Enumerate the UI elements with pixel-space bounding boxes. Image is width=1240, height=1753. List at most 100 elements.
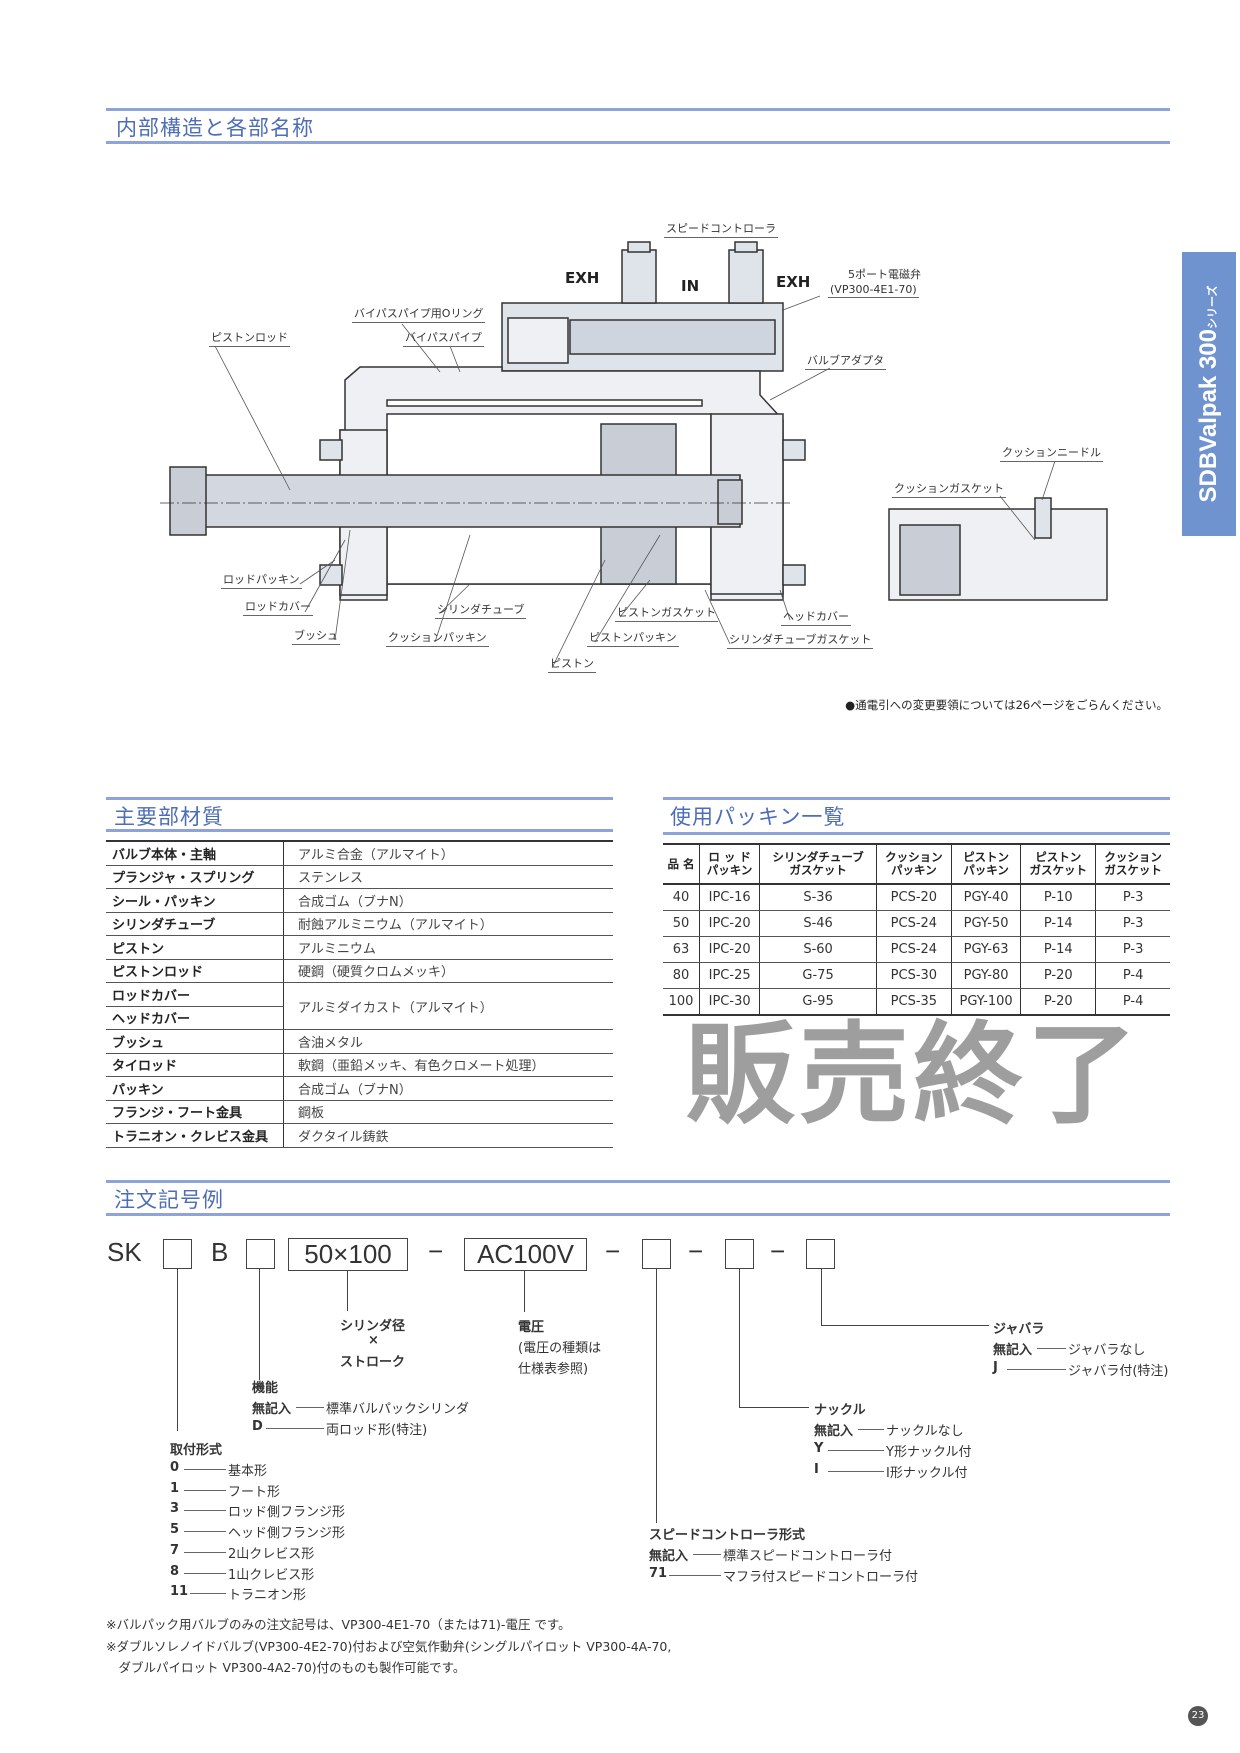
material-row: タイロッド軟鋼（亜鉛メッキ、有色クロメート処理） bbox=[106, 1053, 613, 1077]
function-title: 機能 bbox=[252, 1381, 279, 1396]
label-valve-model: (VP300-4E1-70) bbox=[828, 283, 919, 298]
packing-header-line1: シリンダチューブ bbox=[772, 850, 864, 864]
mounting-option-desc: 基本形 bbox=[228, 1464, 268, 1479]
label-head-cover: ヘッドカバー bbox=[781, 608, 851, 626]
section-rule bbox=[106, 1213, 1170, 1216]
packing-cell: PCS-24 bbox=[875, 936, 952, 963]
piston-rod bbox=[199, 474, 741, 528]
rod-nut bbox=[169, 466, 207, 536]
material-value: アルミニウム bbox=[283, 935, 613, 960]
label-valve-adapter: バルブアダプタ bbox=[805, 352, 886, 370]
discontinued-watermark: 販売終了 bbox=[685, 1011, 1141, 1139]
material-value: 含油メタル bbox=[283, 1029, 613, 1054]
label-piston-rod: ピストンロッド bbox=[209, 329, 290, 347]
mounting-option-code: 8 bbox=[170, 1563, 180, 1579]
material-row: ロッドカバーアルミダイカスト（アルマイト） bbox=[106, 982, 613, 1030]
bellows-option-dash bbox=[1037, 1348, 1066, 1349]
packing-header-line2: パッキン bbox=[891, 863, 937, 877]
speed_ctrl-option-code: 無記入 bbox=[649, 1549, 689, 1564]
bellows-code-box bbox=[806, 1239, 835, 1269]
material-part: プランジャ・スプリング bbox=[106, 865, 284, 889]
section-rule bbox=[106, 797, 613, 800]
code-prefix: SK bbox=[107, 1237, 142, 1267]
leader-line bbox=[656, 1268, 657, 1523]
label-tube-gasket: シリンダチューブガスケット bbox=[727, 631, 874, 649]
packing-header-line1: クッション bbox=[1104, 850, 1162, 864]
packing-header: 品 名 bbox=[663, 843, 700, 885]
packing-cell: PGY-63 bbox=[950, 936, 1021, 963]
mounting-option-code: 3 bbox=[170, 1501, 180, 1517]
material-value: アルミ合金（アルマイト） bbox=[283, 840, 613, 866]
packing-cell: P-3 bbox=[1095, 884, 1170, 911]
packing-header: ピストンガスケット bbox=[1020, 843, 1096, 885]
knuckle-option-desc: ナックルなし bbox=[886, 1424, 964, 1439]
leader-line bbox=[739, 1407, 809, 1408]
packing-header-line1: クッション bbox=[885, 850, 943, 864]
packing-header: ピストンパッキン bbox=[950, 843, 1021, 885]
mounting-option-dash bbox=[184, 1551, 226, 1553]
size-label: シリンダ径 bbox=[340, 1319, 406, 1334]
packing-cell: PGY-80 bbox=[950, 962, 1021, 989]
packing-cell: P-20 bbox=[1020, 988, 1096, 1016]
function-option-dash bbox=[296, 1407, 324, 1408]
inset-piston bbox=[899, 524, 961, 596]
material-part: トラニオン・クレビス金具 bbox=[106, 1123, 284, 1148]
bellows-title: ジャバラ bbox=[993, 1322, 1045, 1337]
function-option-code: D bbox=[252, 1419, 263, 1434]
code-dash: − bbox=[605, 1236, 621, 1266]
material-row: トラニオン・クレビス金具ダクタイル鋳鉄 bbox=[106, 1123, 613, 1148]
speed_ctrl-title: スピードコントローラ形式 bbox=[649, 1528, 806, 1543]
bypass-pipe bbox=[386, 399, 703, 407]
leader-lines bbox=[214, 295, 1056, 669]
mounting-option-desc: フート形 bbox=[228, 1484, 281, 1500]
label-cylinder-tube: シリンダチューブ bbox=[435, 601, 527, 619]
mounting-code-box bbox=[163, 1239, 192, 1269]
packing-header-line1: ピストン bbox=[963, 850, 1010, 864]
packing-cell: PGY-50 bbox=[950, 910, 1021, 937]
label-exh-right: EXH bbox=[776, 273, 811, 291]
size-label-stroke: ストローク bbox=[340, 1355, 406, 1370]
material-row: フランジ・フート金具鋼板 bbox=[106, 1100, 613, 1124]
packing-header-line1: ロ ッ ド bbox=[708, 850, 751, 864]
structure-note: ●通電引への変更要領については26ページをごらんください。 bbox=[845, 698, 1168, 712]
packing-header: クッションガスケット bbox=[1095, 843, 1170, 885]
packing-cell: S-36 bbox=[759, 884, 877, 911]
material-value: 硬鋼（硬質クロムメッキ） bbox=[283, 959, 613, 983]
code-b: B bbox=[211, 1237, 229, 1267]
speed_ctrl-option-desc: マフラ付スピードコントローラ付 bbox=[723, 1570, 919, 1585]
packings-title: 使用パッキン一覧 bbox=[670, 805, 846, 829]
material-value: 耐蝕アルミニウム（アルマイト） bbox=[283, 912, 613, 936]
code-dash: − bbox=[428, 1236, 444, 1266]
speed-ctrl-code-box bbox=[642, 1239, 671, 1269]
code-dash: − bbox=[688, 1236, 704, 1266]
cushion-needle bbox=[1034, 497, 1052, 539]
material-part: フランジ・フート金具 bbox=[106, 1100, 284, 1124]
packing-cell: P-4 bbox=[1095, 988, 1170, 1016]
knuckle-title: ナックル bbox=[814, 1403, 866, 1418]
mounting-option-desc: ヘッド側フランジ形 bbox=[228, 1526, 346, 1542]
speed-controller-cap bbox=[627, 241, 651, 253]
mounting-option-desc: 1山クレビス形 bbox=[228, 1567, 315, 1583]
function-option-code: 無記入 bbox=[252, 1402, 292, 1417]
packing-header-line2: ガスケット bbox=[789, 863, 847, 877]
voltage-code-box: AC100V bbox=[464, 1238, 587, 1271]
material-value: ステンレス bbox=[283, 865, 613, 889]
packing-cell: PGY-100 bbox=[950, 988, 1021, 1016]
order-note: ※ダブルソレノイドバルブ(VP300-4E2-70)付および空気作動弁(シングル… bbox=[106, 1639, 672, 1654]
section-rule bbox=[106, 141, 1170, 144]
packing-cell: PCS-24 bbox=[875, 910, 952, 937]
label-5port-valve: 5ポート電磁弁 bbox=[848, 268, 921, 281]
packing-cell: IPC-25 bbox=[699, 962, 760, 989]
mounting-option-desc: ロッド側フランジ形 bbox=[228, 1505, 346, 1521]
tie-rod-stub bbox=[782, 564, 806, 586]
material-row: ブッシュ含油メタル bbox=[106, 1029, 613, 1054]
packing-cell: IPC-30 bbox=[699, 988, 760, 1016]
packing-cell: 40 bbox=[663, 884, 700, 911]
knuckle-option-code: 無記入 bbox=[814, 1424, 854, 1439]
packing-cell: G-75 bbox=[759, 962, 877, 989]
packing-header-line2: パッキン bbox=[963, 863, 1009, 877]
material-row: パッキン合成ゴム（ブナN） bbox=[106, 1076, 613, 1101]
label-cushion-needle: クッションニードル bbox=[1000, 444, 1103, 462]
